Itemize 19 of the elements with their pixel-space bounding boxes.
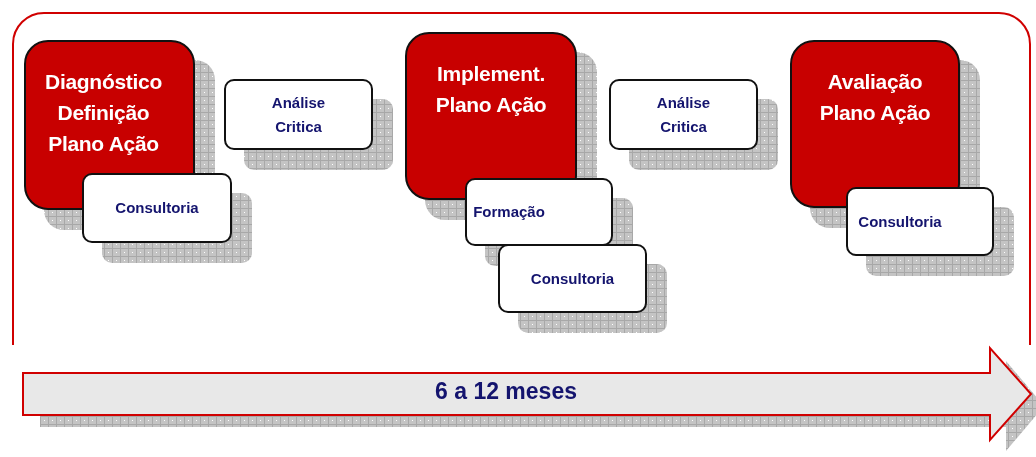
activity-label: Consultoria xyxy=(115,198,199,218)
activity-card xyxy=(224,79,373,150)
phase-card xyxy=(405,32,577,200)
phase-card xyxy=(790,40,960,208)
duration-label: 6 a 12 meses xyxy=(434,378,578,405)
activity-label: Consultoria xyxy=(858,211,942,232)
activity-card xyxy=(465,178,613,246)
phase-title: Diagnóstico Definição Plano Ação xyxy=(44,69,163,157)
activity-card xyxy=(82,173,232,243)
activity-card xyxy=(609,79,758,150)
phase-title: Avaliação Plano Ação xyxy=(819,69,931,126)
phase-title: Implement. Plano Ação xyxy=(435,61,547,118)
activity-label: Análise Critica xyxy=(655,92,712,137)
activity-label: Análise Critica xyxy=(270,92,327,137)
activity-label: Formação xyxy=(473,202,545,222)
activity-card xyxy=(498,244,647,313)
activity-label: Consultoria xyxy=(530,268,615,289)
timeline-arrow xyxy=(22,347,1032,441)
activity-card xyxy=(846,187,994,256)
